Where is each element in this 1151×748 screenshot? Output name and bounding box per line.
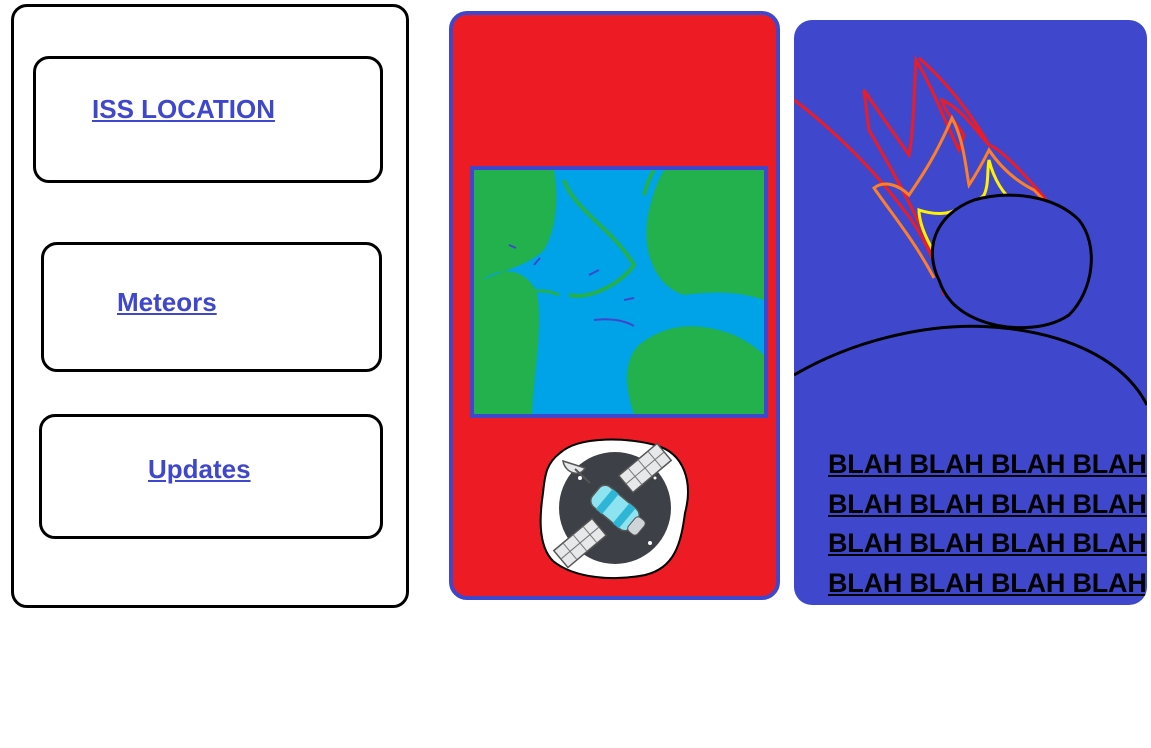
satellite-icon [535,433,695,583]
iss-location-link[interactable]: ISS LOCATION [92,94,275,124]
nav-card-iss-location[interactable]: ISS LOCATION [33,56,383,183]
nav-card-meteors[interactable]: Meteors [41,242,382,372]
meteor-card[interactable]: BLAH BLAH BLAH BLAH BLAH BLAH BLAH BLAH … [794,20,1147,605]
nav-card-updates[interactable]: Updates [39,414,383,539]
iss-card[interactable] [449,11,780,600]
earth-map-icon [470,166,768,418]
updates-link[interactable]: Updates [148,454,251,484]
meteor-description: BLAH BLAH BLAH BLAH BLAH BLAH BLAH BLAH … [828,449,1147,598]
nav-panel: ISS LOCATION Meteors Updates [11,4,409,608]
meteors-link[interactable]: Meteors [117,287,217,317]
meteor-icon [794,20,1147,420]
